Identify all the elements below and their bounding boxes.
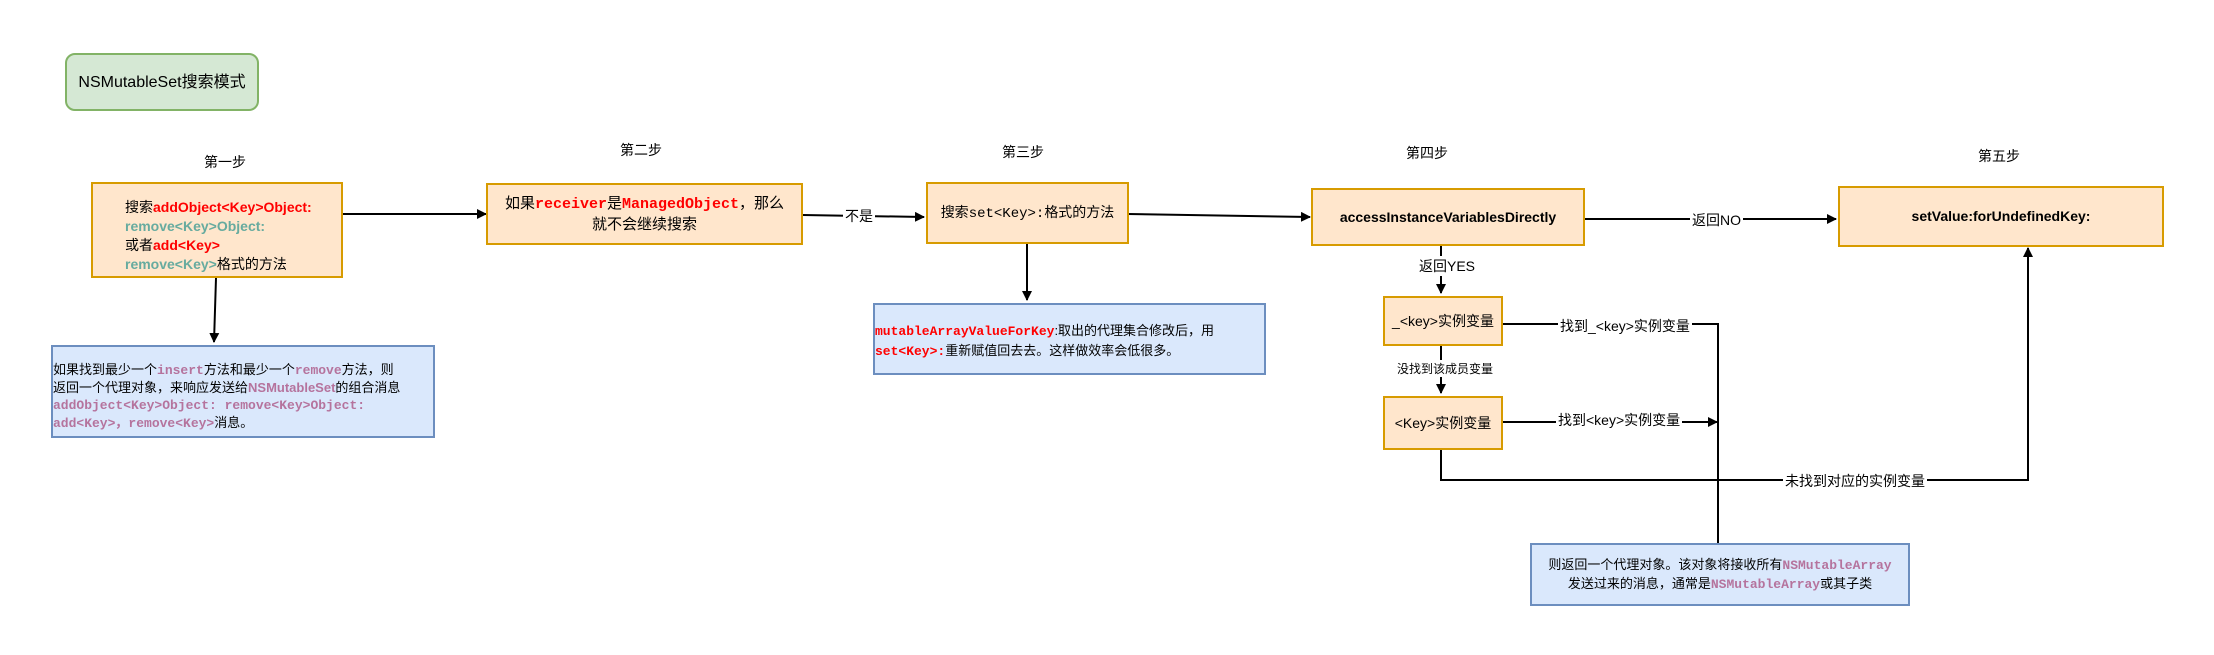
- step1-line2: remove<Key>Object:: [125, 217, 341, 236]
- note3-nsmutablearray-1: NSMutableArray: [1782, 557, 1892, 573]
- step1-line4: remove<Key>格式的方法: [125, 255, 341, 274]
- step4-text: accessInstanceVariablesDirectly: [1339, 208, 1557, 225]
- note1-text-2: 方法和最少一个: [203, 362, 295, 377]
- note3-nsmutablearray-2: NSMutableArray: [1710, 576, 1821, 592]
- note3-text-2: 发送过来的消息，通常是: [1567, 575, 1711, 591]
- edge-label-return-yes: 返回YES: [1417, 256, 1478, 276]
- step2-text-is: 是: [606, 194, 622, 212]
- note1-text-1: 如果找到最少一个: [53, 362, 158, 377]
- step2-receiver: receiver: [534, 195, 607, 213]
- edge-ivar1-note3: [1503, 323, 1719, 543]
- note3-line1: 则返回一个代理对象。该对象将接收所有NSMutableArray: [1548, 556, 1891, 575]
- step1-label: 第一步: [204, 154, 246, 170]
- note1-text-3: 方法，则: [341, 362, 394, 377]
- step5-box: setValue:forUndefinedKey:: [1838, 186, 2164, 247]
- step1-method-removeobject: remove<Key>Object:: [125, 218, 266, 234]
- step2-text-then: ，那么: [739, 194, 785, 212]
- note3-box: 则返回一个代理对象。该对象将接收所有NSMutableArray 发送过来的消息…: [1530, 543, 1910, 606]
- diagram-title-text: NSMutableSet搜索模式: [78, 73, 246, 91]
- step1-text-suffix: 格式的方法: [216, 256, 287, 272]
- step2-managedobject: ManagedObject: [622, 195, 740, 213]
- step1-line1: 搜索addObject<Key>Object:: [125, 198, 341, 217]
- note2-mutablearrayvalueforkey: mutableArrayValueForKey: [875, 324, 1055, 339]
- note2-line2: set<Key>:重新赋值回去去。这样做效率会低很多。: [875, 341, 1264, 361]
- note2-set-key: set<Key>:: [875, 344, 946, 359]
- step1-line3: 或者add<Key>: [125, 236, 341, 255]
- note2-text-2: 重新赋值回去去。这样做效率会低很多。: [945, 343, 1180, 358]
- step5-label: 第五步: [1978, 148, 2020, 164]
- edge-ivar2-box5: [1440, 247, 2033, 481]
- step1-box: 搜索addObject<Key>Object: remove<Key>Objec…: [91, 182, 343, 278]
- step1-method-add: add<Key>: [153, 237, 220, 253]
- ivar1-text: _<key>实例变量: [1392, 312, 1494, 329]
- step1-text: 搜索: [125, 199, 153, 215]
- step3-text-search: 搜索: [940, 203, 969, 220]
- note3-line2: 发送过来的消息，通常是NSMutableArray或其子类: [1548, 575, 1891, 594]
- step1-text-or: 或者: [125, 237, 153, 253]
- note1-methods-2: add<Key>，remove<Key>: [53, 416, 215, 431]
- step2-text-if: 如果: [504, 194, 535, 212]
- ivar2-text: <Key>实例变量: [1394, 414, 1492, 431]
- step2-box: 如果receiver是ManagedObject，那么 就不会继续搜索: [486, 183, 803, 245]
- step2-line2: 就不会继续搜索: [591, 215, 697, 233]
- note3-text-1: 则返回一个代理对象。该对象将接收所有: [1548, 556, 1783, 572]
- step1-method-remove: remove<Key>: [125, 256, 217, 272]
- edge-label-found2: 找到<key>实例变量: [1556, 410, 1683, 430]
- note3-text-3: 或其子类: [1820, 575, 1873, 591]
- note1-line2: 返回一个代理对象，来响应发送给NSMutableSet的组合消息: [53, 379, 433, 396]
- step1-method-addobject: addObject<Key>Object:: [153, 199, 312, 215]
- diagram-title: NSMutableSet搜索模式: [65, 53, 259, 111]
- edge-label-notfound-ivar: 未找到对应的实例变量: [1783, 471, 1927, 491]
- step3-method-set: set<Key>:: [968, 205, 1045, 222]
- note1-text-6: 消息。: [214, 415, 254, 430]
- note1-nsmutableset: NSMutableSet: [248, 380, 336, 395]
- note1-line1: 如果找到最少一个insert方法和最少一个remove方法，则: [53, 361, 433, 379]
- edge-box3-box4: [1127, 211, 1311, 222]
- note1-insert: insert: [157, 363, 204, 378]
- note1-line4: add<Key>，remove<Key>消息。: [53, 414, 433, 432]
- step4-label: 第四步: [1406, 145, 1448, 161]
- note2-box: mutableArrayValueForKey:取出的代理集合修改后，用 set…: [873, 303, 1266, 375]
- note1-text-4: 返回一个代理对象，来响应发送给: [53, 380, 249, 395]
- note1-text-5: 的组合消息: [335, 380, 401, 395]
- note2-line1: mutableArrayValueForKey:取出的代理集合修改后，用: [875, 321, 1264, 341]
- step4-box: accessInstanceVariablesDirectly: [1311, 188, 1585, 246]
- note1-box: 如果找到最少一个insert方法和最少一个remove方法，则 返回一个代理对象…: [51, 345, 435, 438]
- edge-label-notfound-member: 没找到该成员变量: [1395, 360, 1496, 377]
- ivar1-box: _<key>实例变量: [1383, 296, 1503, 346]
- step3-text-suffix: 格式的方法: [1044, 203, 1115, 220]
- step2-label: 第二步: [620, 142, 662, 158]
- edge-box1-note1: [209, 277, 220, 343]
- step3-label: 第三步: [1002, 144, 1044, 160]
- ivar2-box: <Key>实例变量: [1383, 396, 1503, 450]
- edge-label-return-no: 返回NO: [1690, 210, 1743, 230]
- step2-line1: 如果receiver是ManagedObject，那么: [505, 194, 784, 215]
- edge-label-not: 不是: [843, 206, 875, 226]
- note2-text-1: :取出的代理集合修改后，用: [1054, 323, 1215, 338]
- step3-box: 搜索set<Key>:格式的方法: [926, 182, 1129, 244]
- note1-remove: remove: [294, 363, 342, 378]
- note1-methods: addObject<Key>Object: remove<Key>Object:: [53, 398, 366, 413]
- edge-label-found1: 找到_<key>实例变量: [1558, 316, 1692, 336]
- note1-line3: addObject<Key>Object: remove<Key>Object:: [53, 396, 433, 414]
- step5-text: setValue:forUndefinedKey:: [1911, 208, 2091, 224]
